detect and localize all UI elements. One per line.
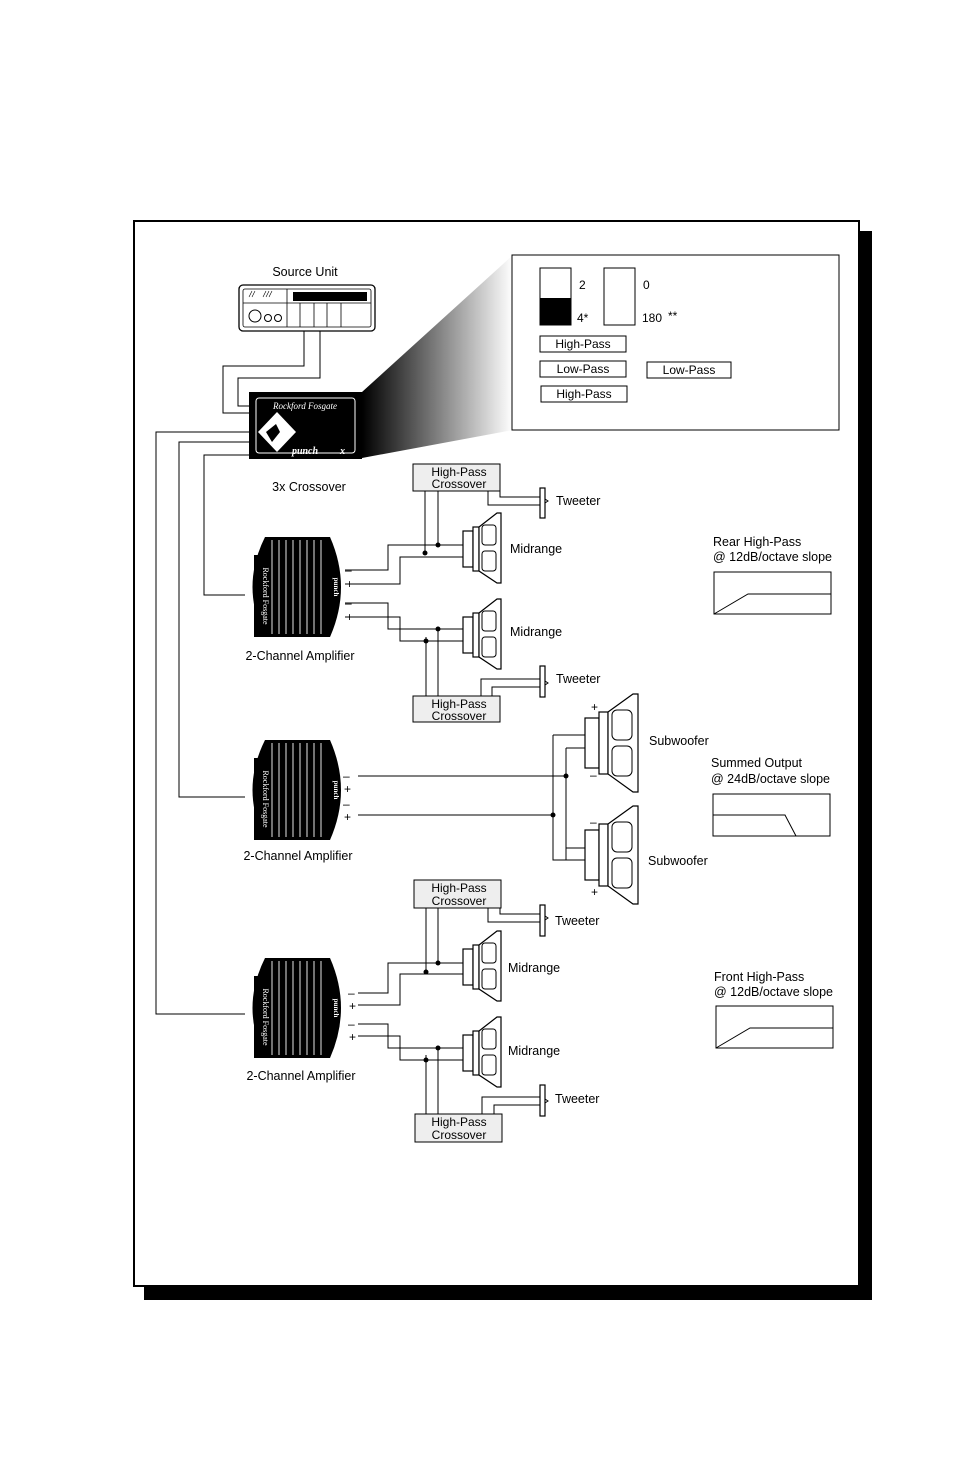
filter-button-2: Low-Pass [557,362,610,376]
hp-crossover-1: High-Pass Crossover [412,463,501,492]
filter-button-3: Low-Pass [663,363,716,377]
rockford-logo-mark [258,412,296,452]
tweeter-label: Tweeter [555,1092,599,1106]
settings-panel: 2 4* 0 180 ** High-Pass Low-Pass Low-Pas… [511,254,840,431]
midrange-label: Midrange [508,961,560,975]
switch-b-note: ** [668,309,678,323]
graph-title: Rear High-Pass [713,535,801,549]
polarity-minus: – [348,986,355,1000]
graph-rear-high-pass: Rear High-Pass @ 12dB/octave slope [713,535,832,615]
tweeter-label: Tweeter [556,494,600,508]
hp-crossover-line2: Crossover [432,1128,487,1142]
subwoofer-1 [584,693,639,793]
switch-b-bottom: 180 [642,311,662,325]
polarity-plus: + [591,700,598,714]
graph-subtitle: @ 12dB/octave slope [713,550,832,564]
subwoofer-label: Subwoofer [649,734,709,748]
amp-1-label: 2-Channel Amplifier [245,649,354,663]
tweeter-4: Tweeter [539,1084,599,1117]
midrange-3 [462,930,502,1002]
tweeter-label: Tweeter [556,672,600,686]
midrange-label: Midrange [510,625,562,639]
crossover-model: punch [291,446,319,457]
hp-crossover-line1: High-Pass [431,881,486,895]
graph-front-high-pass: Front High-Pass @ 12dB/octave slope [714,970,834,1049]
tweeter-3: Tweeter [539,904,599,937]
switch-a-bottom: 4* [577,311,589,325]
polarity-marks: – + – + – + – + – + – + + – – + [343,563,598,1044]
zoom-wedge [362,255,513,458]
hp-crossover-line1: High-Pass [431,465,486,479]
subwoofer-2 [584,805,639,905]
amplifier-1: Rockford Fosgate punch 2-Channel Amplifi… [245,537,355,663]
hp-crossover-line1: High-Pass [431,1115,486,1129]
graph-title: Summed Output [711,756,803,770]
polarity-plus: + [344,810,351,824]
amp-2-model: punch [332,781,340,800]
crossover-model-suffix: x [339,446,345,457]
amp-3-label: 2-Channel Amplifier [246,1069,355,1083]
wires [155,331,585,1114]
hp-crossover-line2: Crossover [432,894,487,908]
amp-3-model: punch [332,999,340,1018]
switch-b-top: 0 [643,278,650,292]
source-unit: Source Unit [238,265,376,332]
crossover-brand: Rockford Fosgate [272,401,337,411]
amp-2-label: 2-Channel Amplifier [243,849,352,863]
polarity-minus: – [343,797,350,811]
polarity-plus: + [349,1030,356,1044]
midrange-2 [462,598,502,670]
subwoofer-label: Subwoofer [648,854,708,868]
polarity-minus: – [590,768,597,782]
amp-3-brand: Rockford Fosgate [261,988,270,1046]
amplifier-3: Rockford Fosgate punch 2-Channel Amplifi… [246,958,356,1083]
midrange-4 [462,1016,502,1088]
response-curve [715,1027,833,1049]
amp-1-brand: Rockford Fosgate [261,567,270,625]
tweeter-1: Tweeter [539,487,600,519]
hp-crossover-line2: Crossover [432,477,487,491]
crossover-label: 3x Crossover [272,480,346,494]
polarity-minus: – [343,769,350,783]
response-curve [713,814,797,837]
hp-crossover-3: High-Pass Crossover [413,879,502,909]
polarity-minus: – [345,596,352,610]
filter-button-1: High-Pass [555,337,610,351]
amp-1-model: punch [332,578,340,597]
graph-subtitle: @ 24dB/octave slope [711,772,830,786]
polarity-plus: + [346,610,353,624]
filter-button-4: High-Pass [556,387,611,401]
junction-dots [422,542,569,1063]
midrange-label: Midrange [510,542,562,556]
midrange-label: Midrange [508,1044,560,1058]
polarity-minus: – [348,1017,355,1031]
amplifier-2: Rockford Fosgate punch 2-Channel Amplifi… [243,740,353,863]
hp-crossover-4: High-Pass Crossover [414,1113,503,1143]
polarity-plus: + [349,999,356,1013]
hp-crossover-line2: Crossover [432,709,487,723]
polarity-minus: – [345,563,352,577]
tweeter-label: Tweeter [555,914,599,928]
source-unit-label: Source Unit [272,265,338,279]
graph-subtitle: @ 12dB/octave slope [714,985,833,999]
crossover-unit: Rockford Fosgate punch x 3x Crossover [249,392,362,494]
amp-2-brand: Rockford Fosgate [261,770,270,828]
graph-summed-output: Summed Output @ 24dB/octave slope [711,756,831,837]
polarity-plus: + [344,782,351,796]
phase-switch [603,267,636,326]
tweeter-2: Tweeter [539,665,600,698]
hp-crossover-line1: High-Pass [431,697,486,711]
midrange-1 [462,512,502,584]
polarity-plus: + [346,577,353,591]
switch-a-top: 2 [579,278,586,292]
hp-crossover-2: High-Pass Crossover [412,695,501,723]
graph-title: Front High-Pass [714,970,804,984]
response-curve [713,593,831,615]
polarity-minus: – [590,815,597,829]
polarity-plus: + [591,885,598,899]
